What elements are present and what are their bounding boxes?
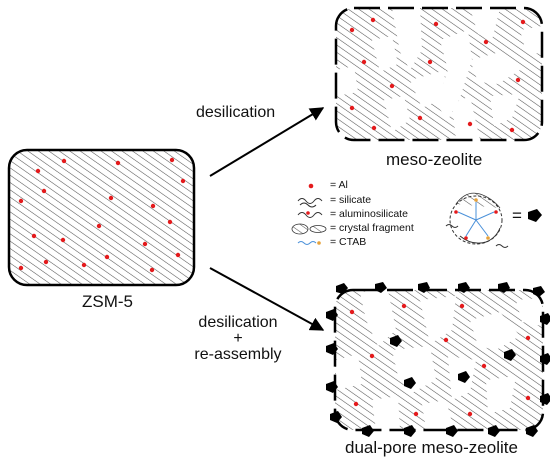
legend-al-label: = Al [330, 179, 348, 191]
micelle-equals-sign: = [512, 206, 522, 225]
legend-ctab-icon [297, 241, 321, 245]
legend-glyphs [291, 183, 327, 245]
label-meso-zeolite: meso-zeolite [386, 150, 483, 169]
legend-aluminosilicate-label: = aluminosilicate [330, 208, 408, 220]
zsm5-crystal [7, 148, 196, 287]
dual-pore-al-sites [349, 303, 531, 417]
micelle-blob-symbol [528, 209, 542, 222]
surface-micelle-blobs [326, 282, 550, 437]
desilication-reassembly-line2: re-assembly [194, 346, 282, 363]
meso-zeolite-crystal [334, 6, 544, 142]
legend-silicate-label: = silicate [330, 194, 372, 206]
label-dual-pore-meso-zeolite: dual-pore meso-zeolite [345, 438, 518, 457]
dual-pore-channels [336, 290, 542, 430]
arrow-desilication-reassembly [209, 267, 325, 331]
legend-crystal-fragment-label: = crystal fragment [330, 222, 414, 234]
ctab-micelle-complex [445, 192, 509, 248]
legend-al-dot [308, 183, 314, 189]
zsm5-al-sites [18, 157, 186, 273]
meso-pore-channels [336, 8, 542, 140]
arrow-desilication [209, 107, 325, 177]
desilication-reassembly-line1: desilication [198, 314, 278, 331]
meso-al-sites [349, 17, 526, 133]
label-desilication-reassembly: desilication + re-assembly [183, 314, 293, 364]
legend-aluminosilicate-icon [297, 212, 323, 218]
legend-crystal-fragment-icon [291, 223, 327, 235]
dual-pore-meso-zeolite-crystal [326, 282, 550, 437]
label-zsm5: ZSM-5 [82, 292, 133, 311]
desilication-reassembly-plus: + [233, 330, 243, 347]
legend-ctab-label: = CTAB [330, 236, 367, 248]
legend-silicate-icon [297, 198, 323, 208]
label-desilication: desilication [196, 104, 276, 121]
